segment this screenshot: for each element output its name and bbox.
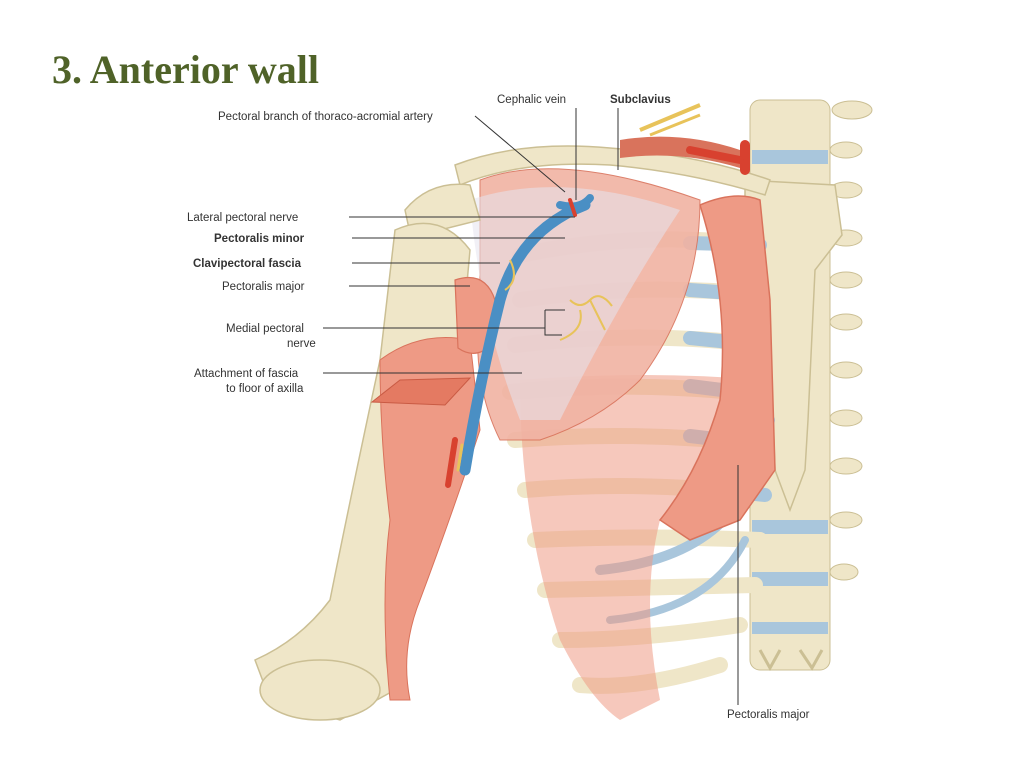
vessels bbox=[445, 140, 750, 488]
pectoralis-major-sternal bbox=[658, 195, 776, 541]
label-clavipectoral-fascia: Clavipectoral fascia bbox=[193, 258, 302, 270]
clavicle bbox=[454, 145, 771, 196]
label-pectoral-branch: Pectoral branch of thoraco-acromial arte… bbox=[218, 111, 433, 123]
label-attachment-2: to floor of axilla bbox=[226, 383, 304, 395]
slide-title: 3. Anterior wall bbox=[52, 47, 320, 92]
label-pectoralis-major-bottom: Pectoralis major bbox=[727, 709, 810, 721]
label-pectoralis-major-left: Pectoralis major bbox=[222, 281, 305, 293]
labels: Pectoral branch of thoraco-acromial arte… bbox=[187, 94, 810, 721]
arm-muscles bbox=[370, 337, 481, 701]
label-pectoralis-minor: Pectoralis minor bbox=[214, 233, 305, 245]
label-cephalic-vein: Cephalic vein bbox=[497, 94, 566, 106]
nerves bbox=[504, 259, 613, 341]
leader-lines bbox=[323, 108, 739, 705]
label-lateral-pectoral-nerve: Lateral pectoral nerve bbox=[187, 212, 298, 224]
label-medial-pectoral-nerve-1: Medial pectoral bbox=[226, 323, 304, 335]
label-medial-pectoral-nerve-2: nerve bbox=[287, 338, 316, 350]
label-subclavius: Subclavius bbox=[610, 94, 671, 106]
label-attachment-1: Attachment of fascia bbox=[194, 368, 299, 380]
subclavius bbox=[620, 103, 740, 168]
